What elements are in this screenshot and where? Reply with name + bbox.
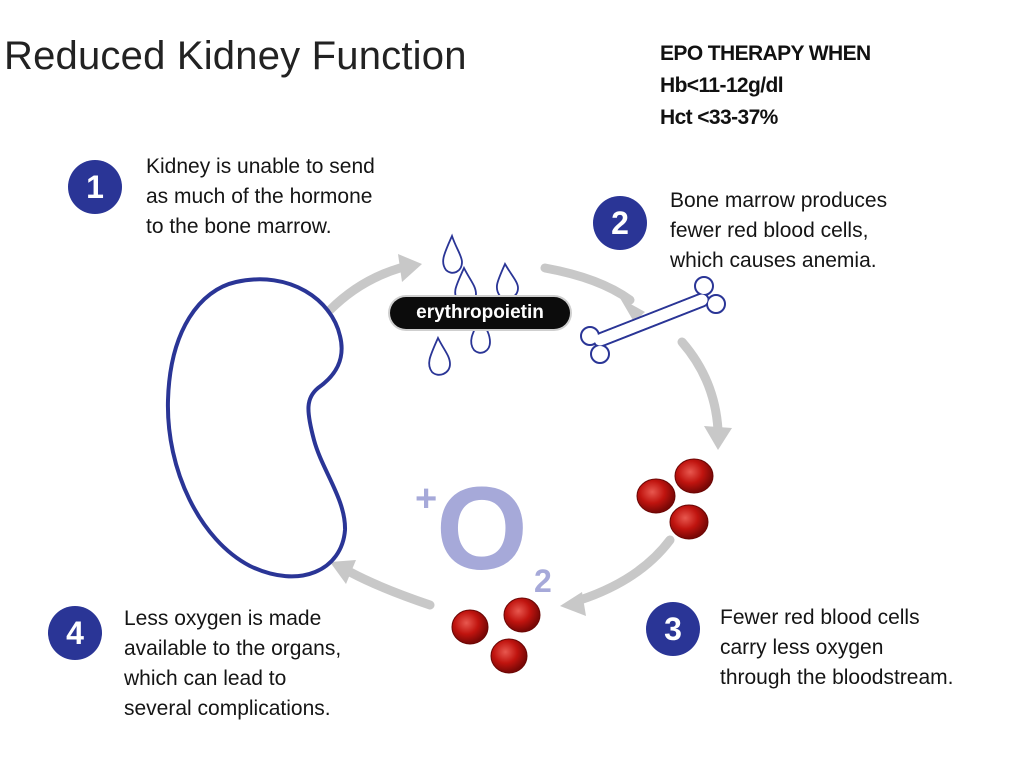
page-title: Reduced Kidney Function	[4, 34, 467, 78]
cycle-arrow-icon	[677, 337, 723, 435]
oxygen-subscript: 2	[534, 563, 552, 599]
step-4-line-1: Less oxygen is made	[124, 607, 322, 630]
step-4-text: Less oxygen is made available to the org…	[124, 604, 341, 724]
red-blood-cell-icon	[451, 609, 489, 645]
oxygen-plus: +	[415, 478, 438, 520]
cycle-arrow-icon	[540, 263, 635, 305]
erythropoietin-label: erythropoietin	[390, 297, 570, 329]
step-2-text: Bone marrow produces fewer red blood cel…	[670, 186, 887, 276]
therapy-line-2: Hb<11-12g/dl	[660, 74, 784, 97]
cycle-arrow-icon	[345, 567, 435, 610]
step-2-line-3: which causes anemia.	[670, 249, 877, 272]
therapy-line-1: EPO THERAPY WHEN	[660, 42, 871, 65]
step-3-line-1: Fewer red blood cells	[720, 606, 920, 629]
red-blood-cell-icon	[669, 504, 709, 540]
step-1-line-3: to the bone marrow.	[146, 215, 332, 238]
step-3-line-3: through the bloodstream.	[720, 666, 954, 689]
cycle-arrows	[325, 263, 723, 610]
cycle-arrow-icon	[325, 263, 405, 315]
arrow-head	[560, 592, 586, 616]
cycle-arrow-icon	[575, 535, 675, 605]
kidney-icon	[165, 277, 348, 579]
arrow-heads	[330, 254, 732, 616]
arrow-head	[330, 560, 356, 584]
step-3-text: Fewer red blood cells carry less oxygen …	[720, 603, 953, 693]
step-1-line-1: Kidney is unable to send	[146, 155, 375, 178]
droplet-icon	[495, 262, 519, 300]
step-3-badge: 3	[646, 602, 700, 656]
red-blood-cell-icon	[674, 458, 714, 494]
droplet-icon	[428, 335, 451, 376]
step-2-line-1: Bone marrow produces	[670, 189, 888, 212]
step-3-line-2: carry less oxygen	[720, 636, 884, 659]
step-4-line-3: which can lead to	[124, 667, 287, 690]
epo-therapy-note: EPO THERAPY WHEN Hb<11-12g/dl Hct <33-37…	[660, 38, 871, 134]
red-cells-group-1	[636, 458, 714, 540]
step-4-badge: 4	[48, 606, 102, 660]
droplet-icon	[442, 233, 463, 274]
step-1-line-2: as much of the hormone	[146, 185, 373, 208]
arrow-head	[398, 254, 422, 282]
bone-icon	[580, 276, 726, 364]
red-blood-cell-icon	[503, 597, 541, 633]
therapy-line-3: Hct <33-37%	[660, 106, 778, 129]
step-1-text: Kidney is unable to send as much of the …	[146, 152, 375, 242]
step-4-line-2: available to the organs,	[124, 637, 342, 660]
arrow-head	[704, 426, 732, 450]
step-1-badge: 1	[68, 160, 122, 214]
oxygen-symbol: O	[436, 463, 528, 595]
red-blood-cell-icon	[636, 478, 676, 514]
step-2-line-2: fewer red blood cells,	[670, 219, 869, 242]
step-2-badge: 2	[593, 196, 647, 250]
arrow-head	[620, 298, 645, 322]
step-4-line-4: several complications.	[124, 697, 331, 720]
red-blood-cell-icon	[490, 638, 528, 674]
red-cells-group-2	[451, 597, 541, 674]
